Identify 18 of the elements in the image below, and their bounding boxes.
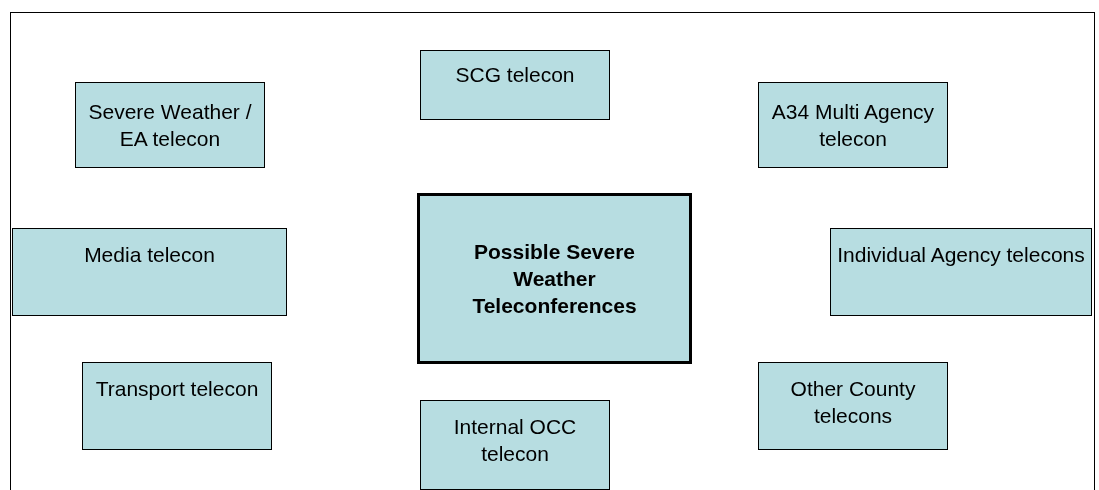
telecon-box	[75, 82, 265, 168]
central-topic-box	[417, 193, 692, 364]
telecon-box	[420, 400, 610, 490]
box-label: SCG telecon	[455, 62, 575, 88]
telecon-box	[758, 362, 948, 450]
telecon-box	[82, 362, 272, 450]
box-label: Internal OCC telecon	[452, 414, 578, 467]
box-label: Transport telecon	[95, 376, 259, 402]
box-label: Media telecon	[84, 242, 215, 268]
telecon-box	[758, 82, 948, 168]
central-topic-label: Possible Severe Weather Teleconferences	[471, 239, 638, 319]
box-label: A34 Multi Agency telecon	[770, 99, 936, 152]
telecon-box	[420, 50, 610, 120]
box-label: Other County telecons	[789, 376, 917, 429]
box-label: Individual Agency telecons	[837, 242, 1085, 268]
telecon-box	[12, 228, 287, 316]
box-label: Severe Weather / EA telecon	[87, 99, 253, 152]
telecon-box	[830, 228, 1092, 316]
